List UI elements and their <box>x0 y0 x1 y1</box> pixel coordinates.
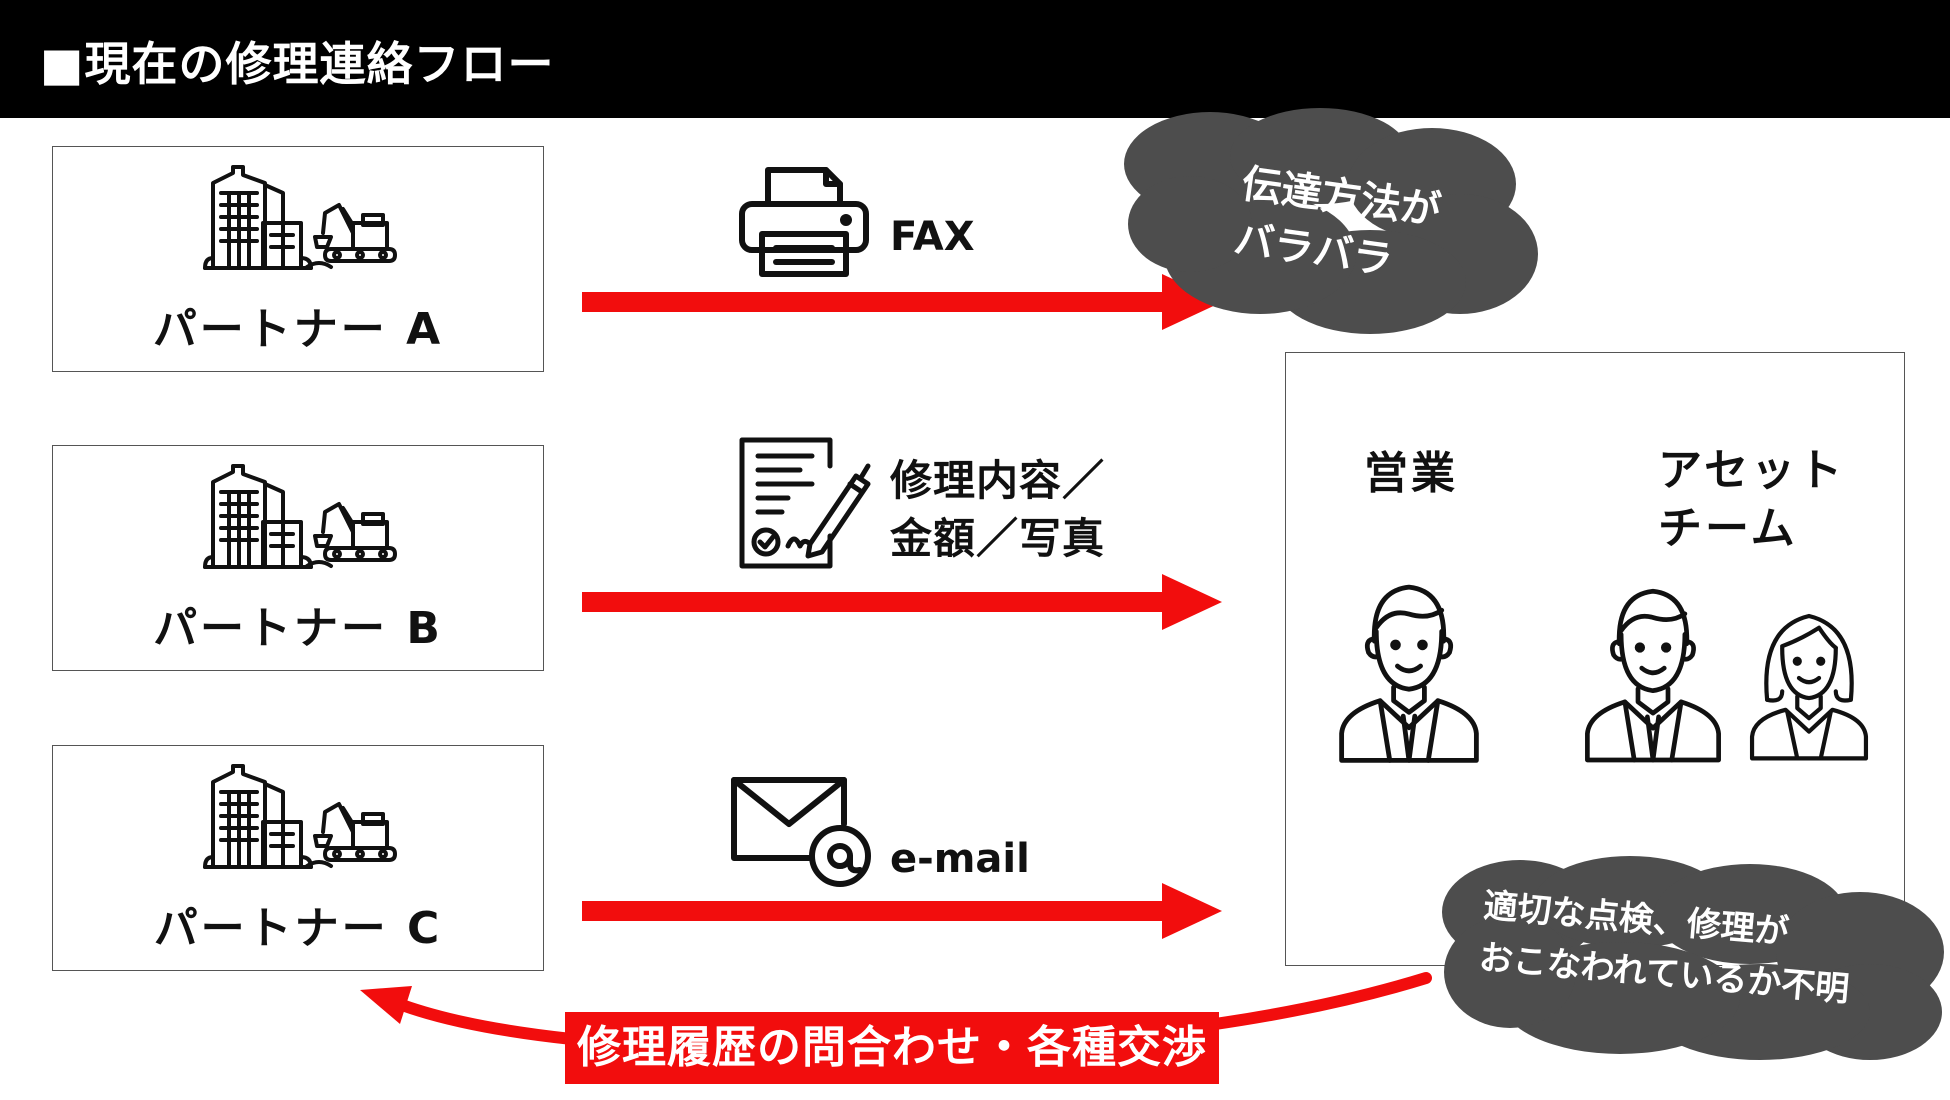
document-label-line1: 修理内容／ <box>890 456 1106 505</box>
partner-c-box: パートナー C <box>52 745 544 971</box>
speech-cloud-top <box>1124 108 1538 334</box>
partner-a-label: パートナー A <box>152 304 444 355</box>
building-excavator-icon <box>203 163 403 273</box>
printer-icon <box>739 167 869 277</box>
asset-team-label-line1: アセット <box>1658 445 1846 496</box>
asset-team-label: アセット チーム <box>1658 442 1845 558</box>
document-label-line2: 金額／写真 <box>890 514 1106 563</box>
page-title: ■現在の修理連絡フロー <box>40 37 555 91</box>
building-excavator-icon <box>203 762 403 872</box>
flow-arrow-document <box>582 574 1222 630</box>
partner-b-box: パートナー B <box>52 445 544 671</box>
email-label: e-mail <box>890 836 1030 882</box>
flow-arrow-email <box>582 883 1222 939</box>
email-at-icon <box>731 777 871 887</box>
partner-a-box: パートナー A <box>52 146 544 372</box>
header-bar: ■現在の修理連絡フロー <box>0 0 1950 118</box>
partner-b-label: パートナー B <box>153 603 443 654</box>
asset-team-male-icon <box>1578 574 1728 766</box>
building-excavator-icon <box>203 462 403 572</box>
fax-label: FAX <box>890 214 975 260</box>
salesperson-icon <box>1332 570 1486 766</box>
asset-team-label-line2: チーム <box>1658 503 1798 554</box>
document-signature-icon <box>739 437 871 569</box>
partner-c-label: パートナー C <box>153 903 443 954</box>
document-label: 修理内容／ 金額／写真 <box>890 452 1105 568</box>
sales-label: 営業 <box>1364 448 1458 499</box>
asset-team-female-icon <box>1742 588 1876 768</box>
flow-arrow-fax <box>582 274 1222 330</box>
return-flow-label: 修理履歴の問合わせ・各種交渉 <box>565 1012 1219 1084</box>
speech-cloud-bottom <box>1442 856 1944 1060</box>
